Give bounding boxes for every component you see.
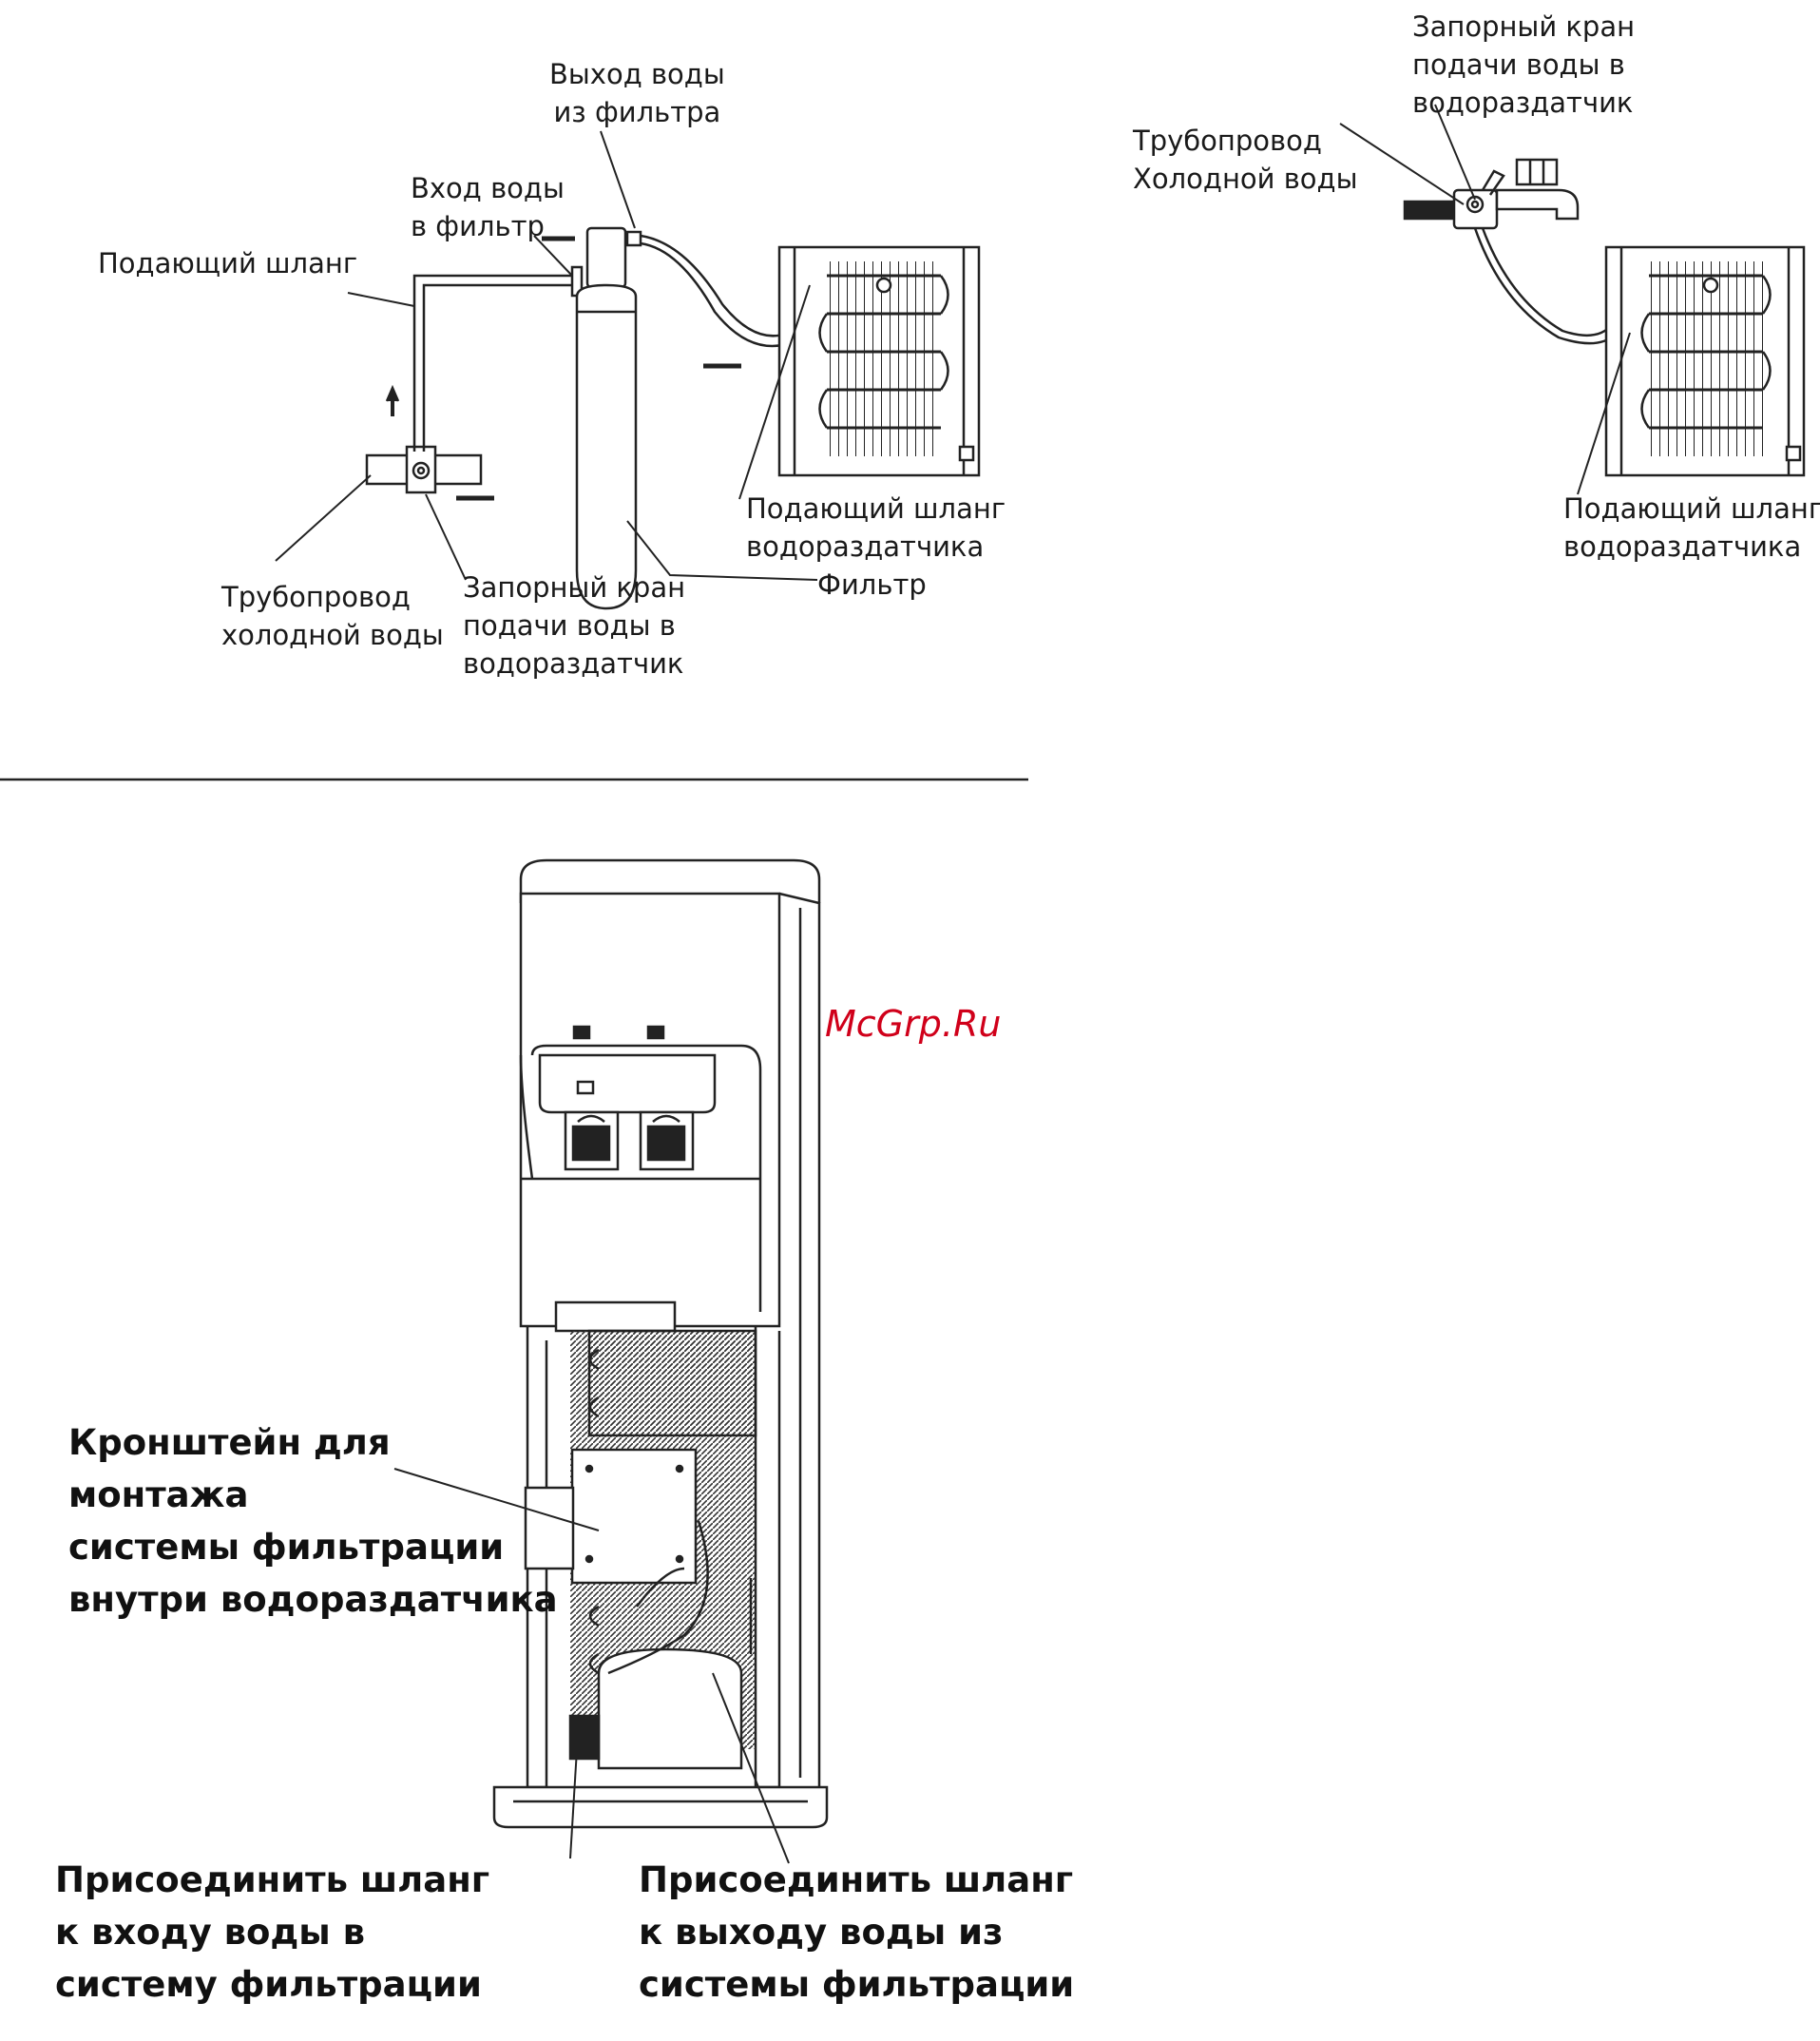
bracket-label: Кронштейн для монтажа системы фильтрации… — [68, 1422, 558, 1620]
cold-pipe-label: Трубопровод холодной воды — [221, 581, 444, 651]
direct-installation-diagram — [1339, 104, 1806, 495]
filter-installation-diagram — [275, 130, 981, 610]
direct-cold-pipe-label: Трубопровод Холодной воды — [1133, 125, 1358, 195]
direct-shutoff-valve-label: Запорный кран подачи воды в водораздатчи… — [1412, 10, 1636, 119]
supply-hose-label: Подающий шланг — [98, 247, 358, 279]
outlet-connect-label: Присоединить шланг к выходу воды из сист… — [639, 1859, 1075, 2005]
shutoff-valve-label: Запорный кран подачи воды в водораздатчи… — [463, 571, 686, 680]
watermark: McGrp.Ru — [825, 1003, 1002, 1045]
filter-outlet-label: Выход воды из фильтра — [549, 58, 725, 128]
dispenser-hose-label: Подающий шланг водораздатчика — [746, 492, 1006, 563]
filter-label: Фильтр — [817, 568, 927, 601]
filter-inlet-label: Вход воды в фильтр — [411, 172, 565, 242]
inlet-connect-label: Присоединить шланг к входу воды в систем… — [55, 1859, 490, 2005]
direct-dispenser-hose-label: Подающий шланг водораздатчика — [1563, 492, 1820, 563]
dispenser-rear-diagram — [393, 858, 829, 1864]
